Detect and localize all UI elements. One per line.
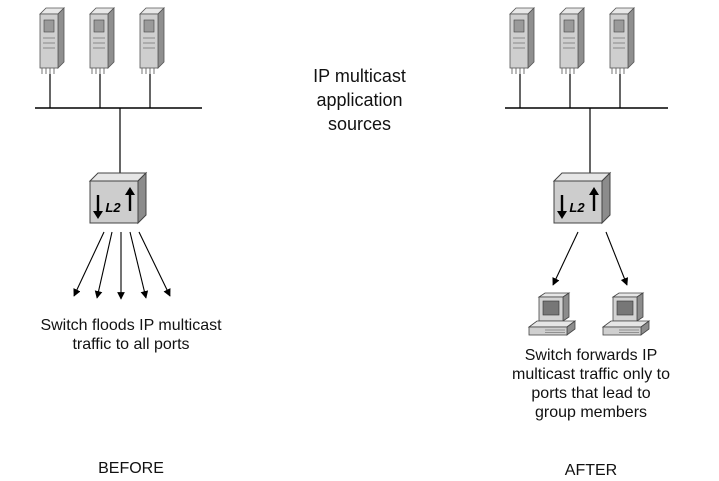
before-section: L2 [35,7,202,300]
arrow-icon [73,231,105,297]
before-caption-line: traffic to all ports [72,336,190,353]
arrow-icon [129,231,149,299]
after-caption-line: group members [534,404,648,421]
center-title-line: IP multicast [313,66,406,86]
after-caption-line: ports that lead to [531,385,651,402]
arrow-icon [605,231,629,286]
switch-icon [552,171,612,225]
workstation-icon [602,292,650,336]
forward-arrows [552,231,629,286]
after-caption-line: Switch forwards IP [524,347,658,364]
before-caption-line: Switch floods IP multicast [40,317,222,334]
after-caption-line: multicast traffic only to [512,366,670,383]
arrow-icon [94,231,113,299]
after-section: L2 [505,7,668,336]
flood-arrows [73,231,171,300]
center-title: IP multicast application sources [0,64,719,136]
arrow-icon [138,231,171,297]
before-label: BEFORE [98,460,164,477]
switch-icon [88,171,148,225]
switch-label: L2 [569,200,585,215]
switch-label: L2 [105,200,121,215]
after-caption: Switch forwards IP multicast traffic onl… [480,346,702,422]
arrow-icon [552,231,579,286]
before-caption: Switch floods IP multicast traffic to al… [0,316,262,354]
workstation-icon [528,292,576,336]
center-title-line: sources [327,114,392,134]
center-title-line: application [316,90,403,110]
after-label: AFTER [564,462,618,479]
